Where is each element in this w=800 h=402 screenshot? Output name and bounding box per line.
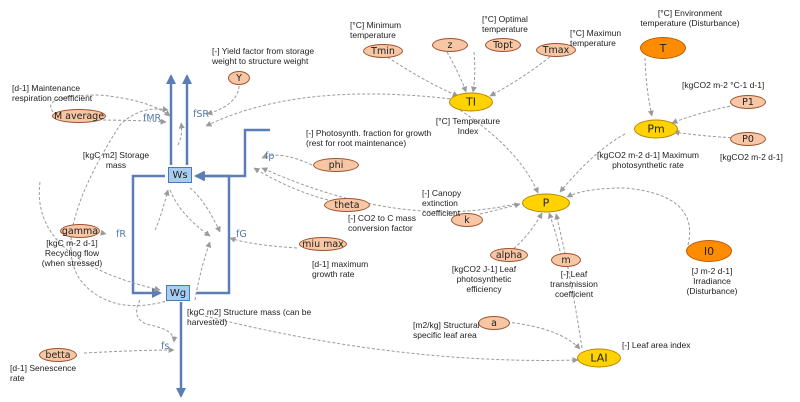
label-miu: [d-1] maximum growth rate bbox=[312, 259, 369, 279]
label-betta: [d-1] Senescence rate bbox=[10, 363, 77, 383]
node-y[interactable]: Y bbox=[228, 71, 250, 85]
flow-fsr[interactable]: fSR bbox=[193, 109, 209, 120]
node-m[interactable]: m bbox=[551, 253, 581, 267]
label-p0: [kgCO2 m-2 d-1] bbox=[720, 152, 783, 162]
node-lai[interactable]: LAI bbox=[577, 348, 621, 368]
node-betta[interactable]: betta bbox=[39, 348, 77, 362]
label-phi: [-] Photosynth. fraction for growth (res… bbox=[306, 128, 432, 148]
flow-fp[interactable]: fp bbox=[265, 151, 275, 162]
flow-pipes bbox=[131, 74, 270, 398]
flow-fg[interactable]: fG bbox=[236, 229, 247, 240]
label-maint: [d-1] Maintenance respiration coefficien… bbox=[12, 83, 93, 103]
label-wg: [kgC m2] Structure mass (can be harveste… bbox=[187, 307, 312, 327]
label-a: [m2/kg] Structural specific leaf area bbox=[413, 320, 480, 340]
label-p1: [kgCO2 m-2 °C-1 d-1] bbox=[682, 80, 765, 90]
node-phi[interactable]: phi bbox=[313, 158, 359, 172]
node-miu-max[interactable]: miu max bbox=[299, 237, 347, 251]
flow-fr[interactable]: fR bbox=[116, 229, 126, 240]
label-ti: [°C] Temperature Index bbox=[435, 116, 501, 136]
label-ws: [kgC m2] Storage mass bbox=[82, 150, 150, 170]
label-t: [°C] Environment temperature (Disturbanc… bbox=[640, 8, 740, 28]
node-tmax[interactable]: Tmax bbox=[536, 43, 576, 57]
node-k[interactable]: k bbox=[451, 213, 483, 227]
node-alpha[interactable]: alpha bbox=[490, 248, 528, 262]
stock-wg[interactable]: Wg bbox=[166, 285, 190, 301]
influence-links bbox=[38, 45, 741, 364]
node-t[interactable]: T bbox=[640, 37, 686, 59]
label-i0: [J m-2 d-1] Irradiance (Disturbance) bbox=[686, 266, 738, 296]
node-p1[interactable]: P1 bbox=[730, 95, 766, 109]
node-p0[interactable]: P0 bbox=[730, 132, 766, 146]
node-a[interactable]: a bbox=[478, 316, 510, 330]
label-alpha: [kgCO2 J-1] Leaf photosynthetic efficien… bbox=[451, 264, 517, 294]
node-m-average[interactable]: M average bbox=[52, 109, 106, 123]
label-lai: [-] Leaf area index bbox=[622, 340, 691, 350]
node-tmin[interactable]: Tmin bbox=[363, 44, 403, 58]
label-theta: [-] CO2 to C mass conversion factor bbox=[348, 213, 417, 233]
flow-fs[interactable]: fs bbox=[161, 341, 170, 352]
node-gamma[interactable]: gamma bbox=[60, 224, 100, 238]
label-tmax: [°C] Maximun temperature bbox=[570, 28, 622, 48]
node-i0[interactable]: I0 bbox=[686, 240, 732, 262]
label-gamma: [kgC m-2 d-1] Recycling flow (when stres… bbox=[41, 238, 103, 268]
node-pm[interactable]: Pm bbox=[634, 119, 678, 139]
flow-fmr[interactable]: fMR bbox=[143, 113, 162, 124]
label-m: [-] Leaf transmission coefficient bbox=[550, 269, 598, 299]
node-p[interactable]: P bbox=[522, 193, 570, 213]
node-theta[interactable]: theta bbox=[324, 198, 370, 212]
label-k: [-] Canopy extinction coefficient bbox=[422, 188, 462, 218]
stock-ws[interactable]: Ws bbox=[168, 167, 192, 183]
node-z[interactable]: z bbox=[432, 38, 468, 52]
node-ti[interactable]: TI bbox=[449, 92, 493, 112]
node-topt[interactable]: Topt bbox=[485, 38, 521, 52]
label-y: [-] Yield factor from storage weight to … bbox=[212, 46, 315, 66]
label-pm: [kgCO2 m-2 d-1] Maximum photosynthetic r… bbox=[596, 150, 700, 170]
label-topt: [°C] Optimal temperature bbox=[482, 14, 528, 34]
label-tmin: [°C] Minimum temperature bbox=[350, 20, 402, 40]
